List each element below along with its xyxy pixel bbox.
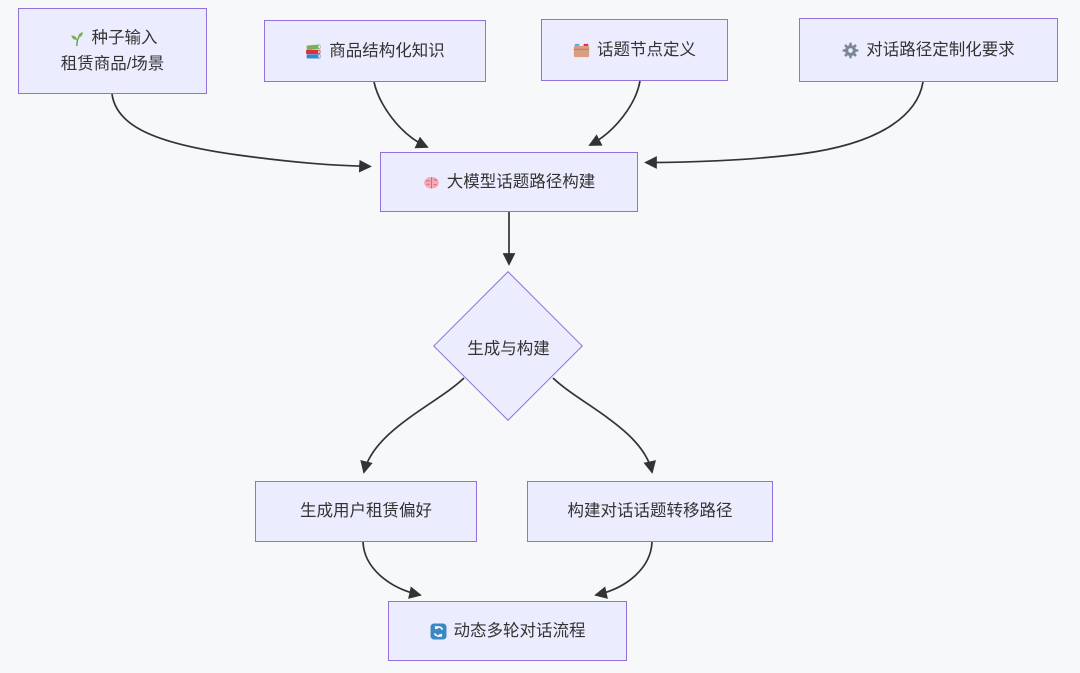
node-decision-label: 生成与构建 bbox=[467, 340, 550, 358]
node-seed-input-line1: 种子输入 bbox=[91, 29, 158, 48]
refresh-icon bbox=[430, 623, 447, 640]
node-seed-input-line2: 租赁商品/场景 bbox=[60, 54, 165, 73]
edge-knowledge-to-builder bbox=[373, 81, 429, 149]
edge-preferences-to-dialogueflow bbox=[362, 541, 422, 599]
node-user-preferences-label: 生成用户租赁偏好 bbox=[300, 502, 432, 521]
brain-icon bbox=[423, 174, 440, 191]
card-index-icon bbox=[573, 42, 590, 59]
edge-topicnodes-to-builder bbox=[588, 80, 641, 146]
node-topic-transfer-path: 构建对话话题转移路径 bbox=[527, 481, 773, 542]
node-llm-path-builder-label: 大模型话题路径构建 bbox=[446, 172, 596, 191]
node-topic-definition: 话题节点定义 bbox=[541, 19, 728, 81]
node-product-knowledge-label: 商品结构化知识 bbox=[329, 41, 445, 60]
edge-customization-to-builder bbox=[644, 81, 924, 169]
node-seed-input: 种子输入 租赁商品/场景 bbox=[18, 8, 207, 94]
node-topic-definition-label: 话题节点定义 bbox=[597, 40, 696, 59]
gear-icon bbox=[842, 42, 859, 59]
seedling-icon bbox=[68, 30, 85, 47]
edge-transferpath-to-dialogueflow bbox=[594, 541, 653, 599]
node-dialogue-flow-label: 动态多轮对话流程 bbox=[453, 621, 586, 640]
node-product-knowledge: 商品结构化知识 bbox=[264, 20, 486, 82]
node-dialogue-flow: 动态多轮对话流程 bbox=[388, 601, 627, 661]
node-path-customization-label: 对话路径定制化要求 bbox=[866, 40, 1015, 59]
node-decision-generate-build: 生成与构建 bbox=[432, 271, 585, 422]
node-llm-path-builder: 大模型话题路径构建 bbox=[380, 152, 638, 212]
node-user-preferences: 生成用户租赁偏好 bbox=[255, 481, 477, 542]
books-icon bbox=[305, 43, 322, 60]
edge-seed-to-builder bbox=[111, 93, 372, 173]
node-topic-transfer-path-label: 构建对话话题转移路径 bbox=[567, 502, 733, 521]
node-path-customization: 对话路径定制化要求 bbox=[799, 18, 1058, 82]
